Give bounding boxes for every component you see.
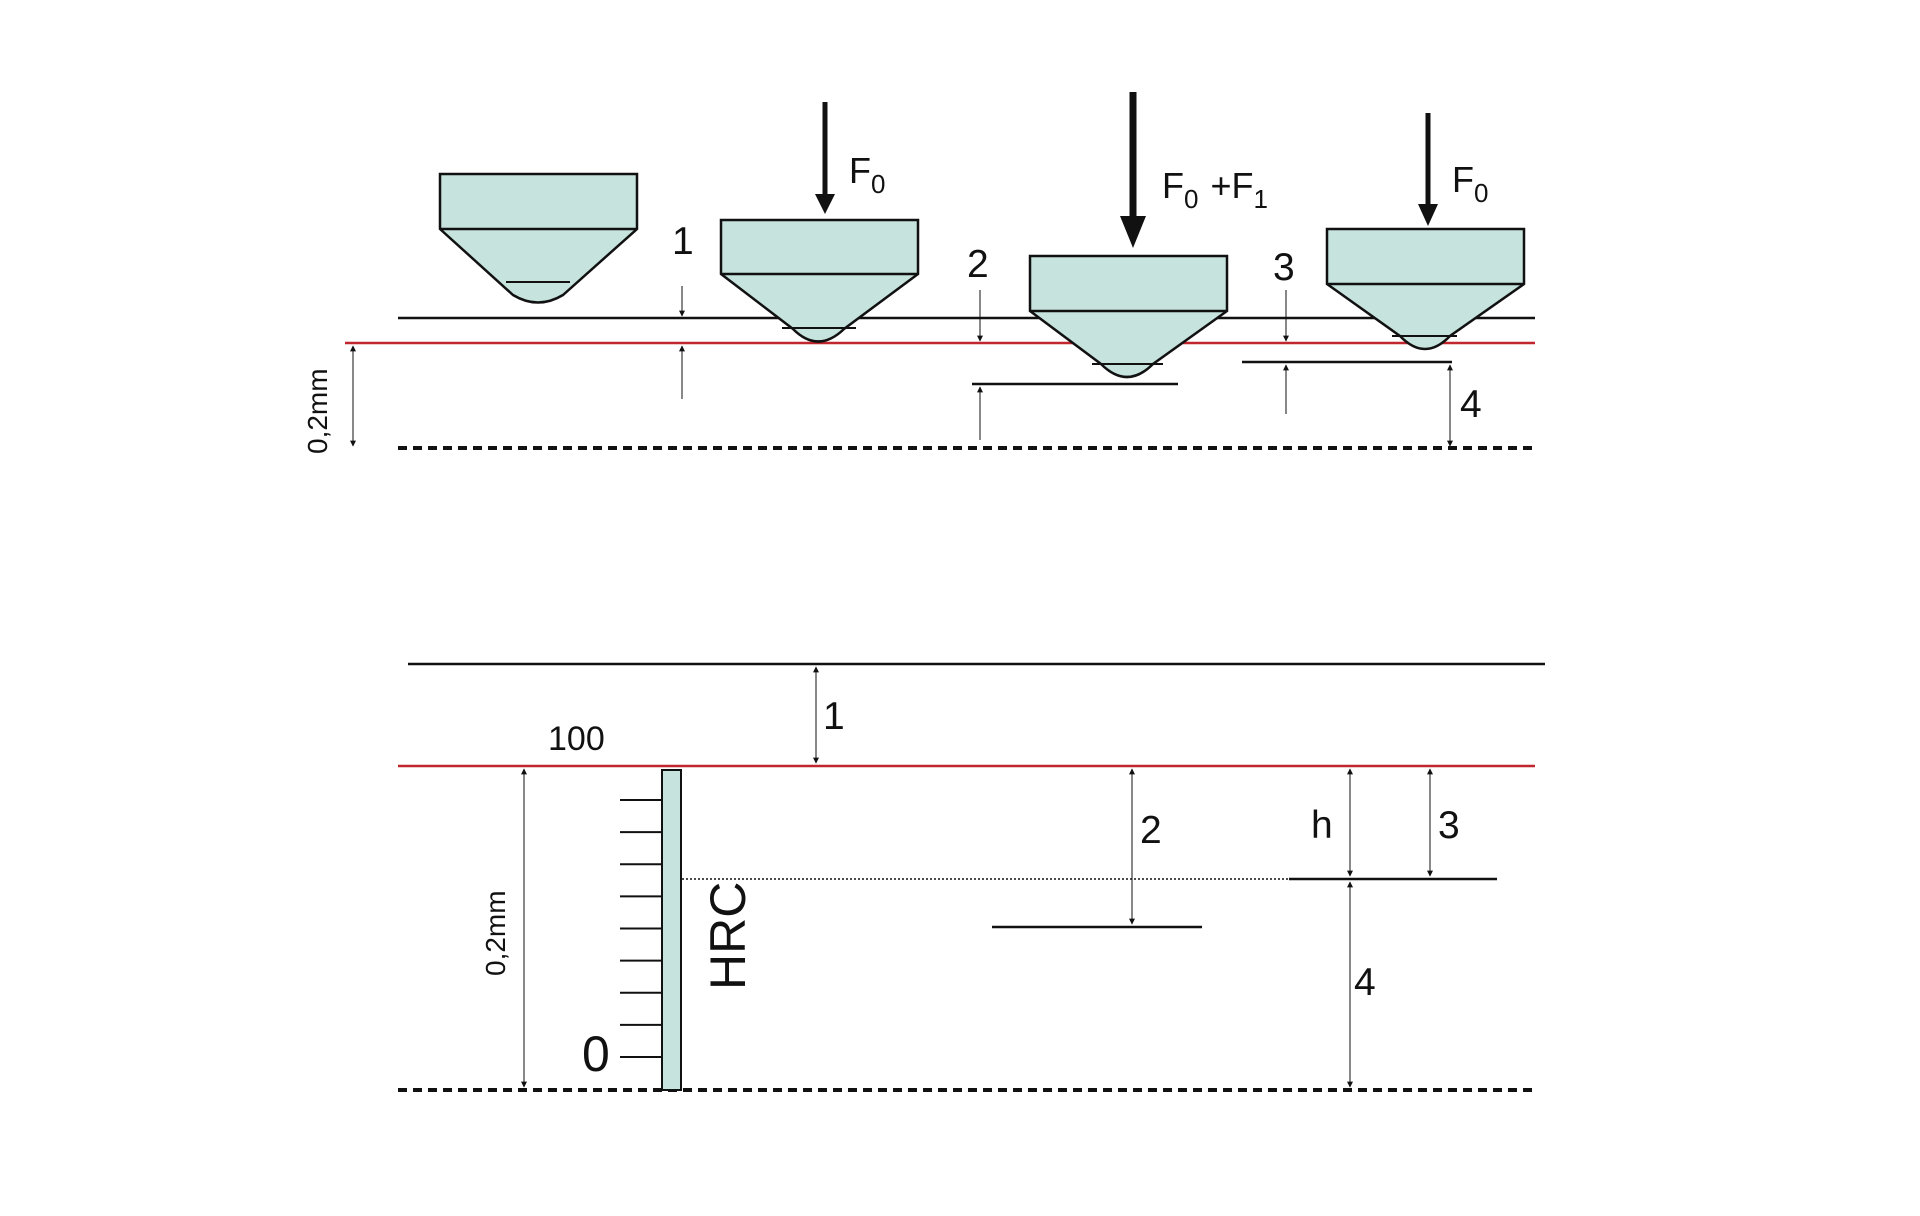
label-h-bottom: h <box>1311 804 1333 847</box>
hrc-scale-bar <box>661 769 682 1091</box>
label-2-top: 2 <box>967 243 989 286</box>
label-1-bottom: 1 <box>823 695 845 738</box>
force-arrow-preload-return <box>1418 113 1438 226</box>
indenter-preload <box>719 218 920 343</box>
force-arrow-preload <box>815 102 835 214</box>
top-diagram: F0 F0+F1 F0 1 2 3 4 0,2mm <box>302 92 1535 454</box>
label-4-bottom: 4 <box>1354 961 1376 1004</box>
label-4-top: 4 <box>1460 383 1482 426</box>
label-1-top: 1 <box>672 220 694 263</box>
force-arrow-full-load <box>1120 92 1146 248</box>
label-3-top: 3 <box>1273 246 1295 289</box>
label-3-bottom: 3 <box>1438 804 1460 847</box>
force-label-full-load: F0+F1 <box>1162 165 1268 214</box>
indenter-full-load <box>1028 254 1229 379</box>
depth-label-top: 0,2mm <box>302 368 333 454</box>
scale-bottom-value: 0 <box>582 1026 610 1082</box>
indenter-preload-return <box>1325 227 1526 351</box>
force-label-preload: F0 <box>849 150 885 199</box>
bottom-diagram: 100 0 HRC 1 2 h 3 4 0,2mm <box>398 662 1545 1092</box>
depth-label-bottom: 0,2mm <box>480 890 511 976</box>
label-2-bottom: 2 <box>1140 809 1162 852</box>
scale-top-value: 100 <box>548 720 605 758</box>
force-label-preload-return: F0 <box>1452 159 1488 208</box>
scale-name-label: HRC <box>700 882 756 990</box>
indenter-unloaded <box>438 172 639 304</box>
hrc-scale-ticks <box>620 799 662 1058</box>
